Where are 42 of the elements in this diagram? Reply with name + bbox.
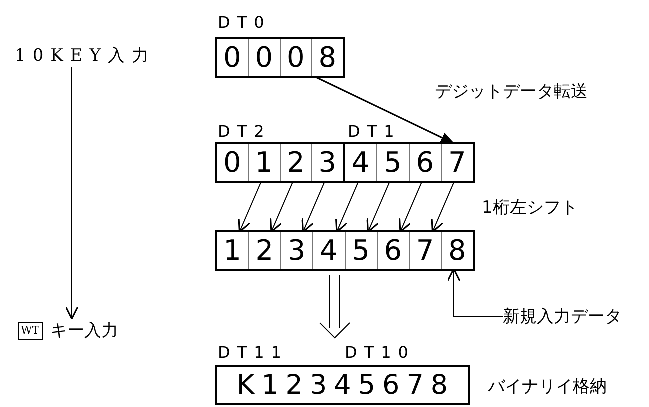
arrow (65, 66, 79, 320)
arrow (270, 180, 294, 233)
edge-label: デジットデータ転送 (435, 82, 588, 102)
step-label: キー入力 (50, 320, 119, 342)
digit-cell: 1 (248, 144, 280, 181)
annotation-text: 1桁左シフト (482, 198, 578, 218)
digit-cell: 8 (440, 232, 473, 269)
digit-cell: 2 (280, 144, 312, 181)
digit-cell: 2 (248, 232, 280, 269)
digit-cell: 1 (217, 232, 248, 269)
register-label: DT0 (218, 15, 272, 31)
arrow (238, 180, 262, 233)
digit-cell: 0 (217, 144, 248, 181)
register-label: DT2 (218, 124, 272, 140)
digit-cell: 3 (280, 232, 312, 269)
step-label: 10KEY入力 (15, 45, 156, 67)
digit-cell: 0 (217, 39, 248, 76)
digit-cell: 7 (408, 232, 441, 269)
digit-cell: 6 (376, 232, 409, 269)
digit-cell: 0 (280, 39, 312, 76)
key-label: WT (18, 322, 43, 340)
arrow (398, 180, 423, 233)
arrow (335, 180, 360, 233)
binary-value: K12345678 (236, 370, 456, 400)
register-label: DT11 (218, 345, 288, 361)
digit-cell: 4 (345, 144, 376, 181)
digit-cell: 3 (311, 144, 343, 181)
digit-cell: 0 (248, 39, 280, 76)
digit-cell: 7 (440, 144, 473, 181)
register-label: DT10 (345, 345, 416, 361)
caption-text: バイナリイ格納 (488, 377, 607, 397)
digit-cell: 4 (312, 232, 344, 269)
arrow (320, 274, 350, 339)
annotation-text: 新規入力データ (503, 306, 622, 328)
arrow (302, 180, 326, 233)
digit-cell: 8 (311, 39, 343, 76)
digit-cell: 5 (376, 144, 408, 181)
digit-cell: 6 (408, 144, 441, 181)
arrow (431, 180, 456, 233)
register-label: DT1 (348, 124, 402, 140)
arrow (366, 180, 391, 233)
digit-cell: 5 (344, 232, 377, 269)
